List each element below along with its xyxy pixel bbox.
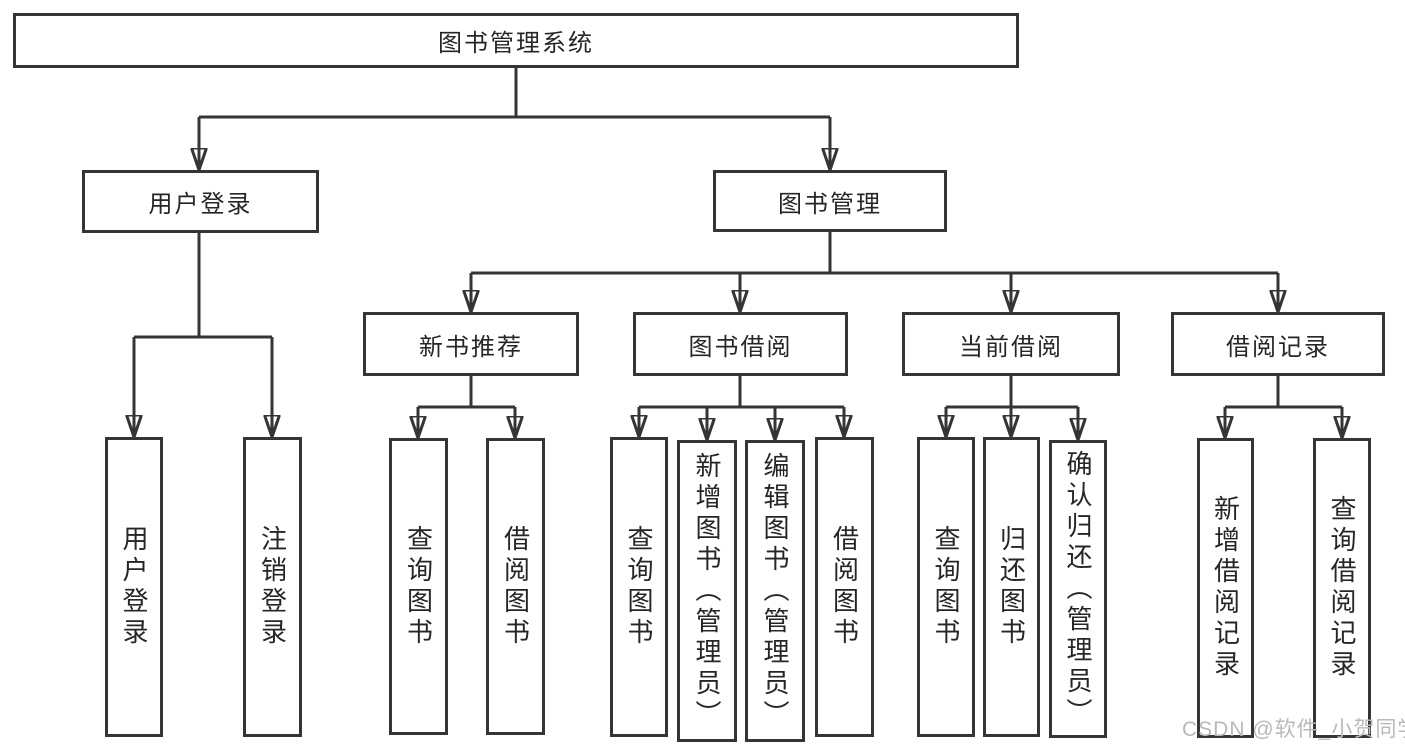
node-leaf-nb-query-books: 查询图书: [389, 438, 448, 735]
node-leaf-br-add-record: 新增借阅记录: [1197, 438, 1254, 738]
node-leaf-bb-add-books-label: 新增图书（管理员）: [692, 451, 722, 731]
node-leaf-user-login: 用户登录: [105, 437, 163, 737]
csdn-watermark: CSDN @软件_小贺同学: [1182, 718, 1405, 741]
node-leaf-cb-query-books: 查询图书: [917, 437, 975, 737]
node-leaf-user-login-label: 用户登录: [119, 525, 149, 649]
node-leaf-bb-query-books-label: 查询图书: [624, 525, 654, 649]
node-leaf-cb-confirm-return: 确认归还（管理员）: [1049, 440, 1107, 738]
node-leaf-nb-query-books-label: 查询图书: [403, 524, 434, 649]
node-leaf-bb-add-books: 新增图书（管理员）: [677, 440, 737, 742]
node-leaf-bb-borrow-books: 借阅图书: [815, 437, 874, 737]
node-leaf-logout-label: 注销登录: [257, 525, 288, 649]
node-leaf-bb-borrow-books-label: 借阅图书: [829, 525, 860, 649]
node-leaf-cb-return-books-label: 归还图书: [996, 525, 1027, 649]
node-book-borrow: 图书借阅: [633, 312, 848, 376]
node-current-borrow-label: 当前借阅: [959, 333, 1063, 361]
node-root-label: 图书管理系统: [438, 30, 594, 57]
node-leaf-bb-query-books: 查询图书: [610, 437, 668, 737]
node-leaf-bb-edit-books: 编辑图书（管理员）: [745, 440, 805, 742]
node-leaf-br-query-record-label: 查询借阅记录: [1327, 495, 1357, 681]
node-borrow-records: 借阅记录: [1171, 312, 1385, 376]
node-book-mgmt: 图书管理: [713, 170, 947, 232]
node-leaf-cb-query-books-label: 查询图书: [931, 525, 961, 649]
node-leaf-br-add-record-label: 新增借阅记录: [1210, 495, 1241, 681]
node-leaf-logout: 注销登录: [243, 437, 302, 737]
node-current-borrow: 当前借阅: [902, 312, 1120, 376]
node-new-book-rec-label: 新书推荐: [419, 333, 523, 361]
node-book-borrow-label: 图书借阅: [688, 333, 793, 361]
node-leaf-nb-borrow-books: 借阅图书: [486, 438, 545, 735]
node-root: 图书管理系统: [13, 13, 1019, 68]
node-book-mgmt-label: 图书管理: [778, 190, 882, 218]
node-leaf-br-query-record: 查询借阅记录: [1313, 438, 1371, 738]
node-leaf-nb-borrow-books-label: 借阅图书: [500, 524, 531, 649]
node-borrow-records-label: 借阅记录: [1226, 333, 1330, 361]
node-new-book-rec: 新书推荐: [363, 312, 579, 376]
node-leaf-bb-edit-books-label: 编辑图书（管理员）: [760, 451, 790, 731]
node-user-login: 用户登录: [82, 170, 319, 233]
node-leaf-cb-return-books: 归还图书: [983, 437, 1040, 737]
node-user-login-label: 用户登录: [148, 191, 253, 218]
node-leaf-cb-confirm-return-label: 确认归还（管理员）: [1063, 449, 1093, 729]
